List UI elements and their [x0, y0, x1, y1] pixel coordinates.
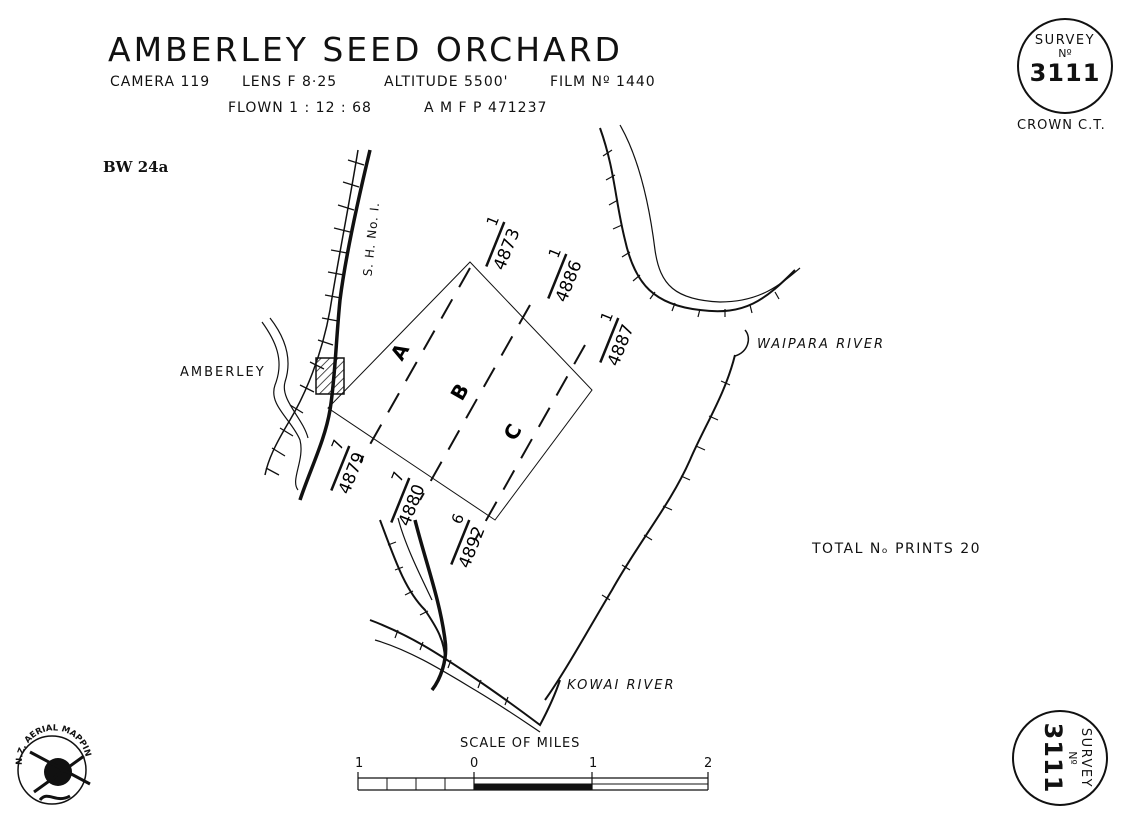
- block-label-b: B: [446, 379, 474, 404]
- kowai-label: KOWAI RIVER: [567, 678, 676, 693]
- state-highway-south: [413, 519, 448, 692]
- amfp-info: A M F P 471237: [424, 100, 548, 116]
- state-highway: [298, 149, 372, 501]
- photo-run-label: 7: [388, 469, 408, 485]
- photo-frame-label: 4873: [490, 226, 525, 274]
- camera-info: CAMERA 119: [110, 74, 211, 90]
- railway-line: [264, 149, 365, 476]
- flight-line-1: [359, 267, 471, 463]
- photo-frame-label: 4880: [395, 482, 430, 530]
- flight-line-3: [474, 344, 586, 541]
- waipara-label: WAIPARA RIVER: [757, 337, 886, 352]
- scale-bar: [357, 772, 709, 791]
- sheet-title: AMBERLEY SEED ORCHARD: [108, 30, 623, 69]
- scale-label-left-1: 1: [355, 756, 364, 771]
- aerial-mapping-logo: N.Z. AERIAL MAPPING LTD.: [0, 0, 93, 805]
- amberley-stream: [261, 321, 302, 491]
- altitude-info: ALTITUDE 5500': [384, 74, 509, 90]
- amberley-label: AMBERLEY: [180, 365, 266, 380]
- photo-run-label: 1: [597, 309, 617, 325]
- photo-frame-label: 4886: [552, 258, 587, 306]
- block-label-a: A: [386, 339, 415, 365]
- stamp-word: SURVEY: [1034, 33, 1096, 48]
- photo-frame-label: 4892: [455, 524, 490, 572]
- scale-label-1: 1: [589, 756, 598, 771]
- crown-text: CROWN C.T.: [1017, 118, 1106, 133]
- photo-frame-label: 4887: [604, 322, 639, 370]
- photo-mark-bar: [485, 221, 506, 267]
- logo-text: N.Z. AERIAL MAPPING LTD.: [0, 0, 93, 765]
- film-info: FILM Nº 1440: [550, 74, 656, 90]
- photo-mark-bar: [450, 519, 471, 565]
- scale-label-2: 2: [704, 756, 713, 771]
- photo-mark-bar: [390, 477, 411, 523]
- flown-info: FLOWN 1 : 12 : 68: [228, 100, 372, 116]
- stamp-number: 3111: [1029, 59, 1101, 87]
- total-prints: TOTAL Nₒ PRINTS 20: [812, 541, 982, 557]
- photo-run-label: 1: [483, 213, 503, 229]
- photo-mark-bar: [330, 445, 351, 491]
- stamp-no: Nº: [1058, 47, 1072, 60]
- survey-stamp-top: SURVEY Nº 3111: [1017, 18, 1113, 114]
- svg-text:N.Z. AERIAL MAPPING LTD.: N.Z. AERIAL MAPPING LTD.: [0, 0, 93, 765]
- waipara-river: [599, 124, 801, 318]
- photo-mark-bar: [547, 253, 568, 299]
- orchard-boundary: [327, 261, 593, 521]
- photo-mark-bar: [599, 317, 620, 363]
- scale-title: SCALE OF MILES: [460, 736, 581, 751]
- flight-line-2: [419, 304, 531, 501]
- block-label-c: C: [499, 420, 527, 445]
- photo-run-label: 6: [448, 511, 468, 527]
- kowai-river: [369, 517, 561, 733]
- photo-frame-label: 4879: [335, 450, 370, 498]
- reference-id: BW 24a: [103, 158, 169, 176]
- scale-label-zero: 0: [470, 756, 479, 771]
- amberley-stream-bank: [269, 317, 309, 439]
- amberley-township: [315, 357, 345, 395]
- southern-boundary: [544, 329, 750, 701]
- photo-run-label: 7: [328, 437, 348, 453]
- lens-info: LENS F 8·25: [242, 74, 338, 90]
- photo-run-label: 1: [545, 245, 565, 261]
